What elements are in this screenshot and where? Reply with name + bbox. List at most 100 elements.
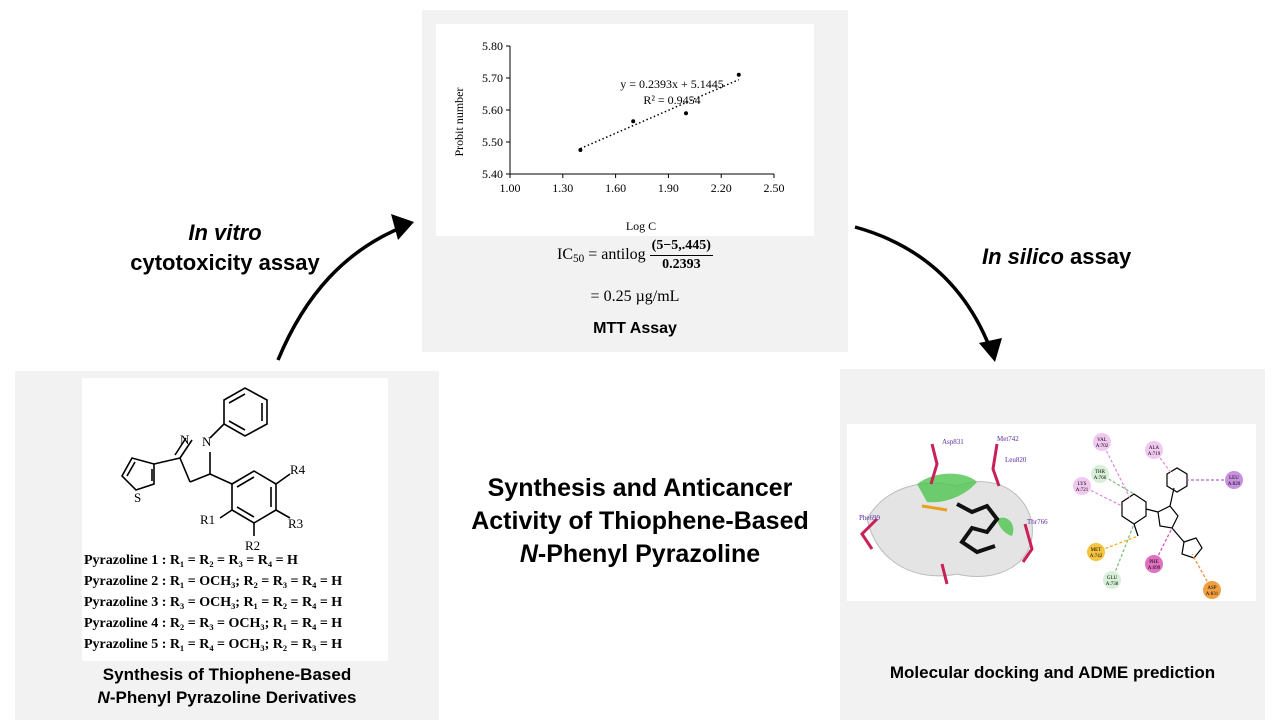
atom-r2: R2 [245, 538, 260, 553]
bond-thiophene [153, 457, 181, 465]
atom-s: S [134, 490, 141, 505]
left-label-italic: In vitro [188, 220, 262, 245]
residue-label: Leu820 [1005, 456, 1027, 464]
residue-node [1093, 433, 1111, 451]
residue-id: A:699 [1148, 566, 1161, 571]
atom-n2: N [180, 432, 190, 447]
synthesis-caption-line2: -Phenyl Pyrazoline Derivatives [109, 688, 357, 707]
x-tick-label: 2.20 [711, 181, 732, 195]
residue-label: Met742 [997, 435, 1019, 443]
ic50-sub: 50 [573, 253, 585, 266]
surface-patch-green-small [997, 517, 1014, 536]
y-tick-label: 5.70 [482, 71, 503, 85]
y-tick-label: 5.50 [482, 135, 503, 149]
data-point [631, 119, 636, 124]
residue-name: LYS [1078, 482, 1087, 487]
docking-caption: Molecular docking and ADME prediction [889, 663, 1216, 682]
structure-box: N N S R4 R3 R2 R1 Pyrazoline 1 : R₁ = R₂… [82, 378, 388, 661]
substituent-row: Pyrazoline 4 : R₂ = R₃ = OCH₃; R₁ = R₄ =… [84, 616, 343, 631]
left-arrow [276, 224, 406, 361]
atom-n1: N [202, 434, 212, 449]
residue-label: Asp831 [942, 438, 964, 446]
right-label-italic: In silico [982, 244, 1064, 269]
left-label-rest: cytotoxicity assay [130, 250, 320, 275]
residue-name: ASP [1207, 586, 1216, 591]
ic50-lhs: IC [557, 246, 574, 264]
structure-atoms: N N S R4 R3 R2 R1 [134, 432, 306, 553]
x-tick-label: 1.90 [658, 181, 679, 195]
right-label-rest: assay [1070, 244, 1132, 269]
residue-label: Phe699 [859, 514, 881, 522]
residue-name: MET [1091, 548, 1102, 553]
ic50-fraction: (5−5,.445)0.2393 [649, 238, 713, 273]
trendline [580, 78, 740, 150]
y-tick-label: 5.40 [482, 167, 503, 181]
residue-id: A:831 [1206, 592, 1219, 597]
residue-node [1087, 543, 1105, 561]
residue-node [1073, 477, 1091, 495]
chart-r-squared: R² = 0.9454 [643, 93, 700, 107]
residue-id: A:702 [1096, 444, 1109, 449]
residue-id: A:742 [1090, 554, 1103, 559]
substituent-row: Pyrazoline 2 : R₁ = OCH₃; R₂ = R₃ = R₄ =… [84, 574, 343, 589]
ic50-formula: IC50 = antilog (5−5,.445)0.2393 [422, 238, 848, 273]
residue-labels-3d: Asp831 Met742 Leu820 Thr766 Phe699 [859, 435, 1048, 526]
residue-sticks [860, 443, 1034, 585]
residue-node [1145, 441, 1163, 459]
thiophene-ring [121, 457, 155, 491]
x-tick-label: 1.00 [500, 181, 521, 195]
x-tick-label: 2.50 [764, 181, 785, 195]
left-arrow-label: In vitro cytotoxicity assay [100, 218, 350, 278]
phenyl-ring-top [223, 387, 268, 437]
pyrazoline-structure: N N S R4 R3 R2 R1 [121, 387, 306, 553]
chart-xlabel: Log C [626, 219, 656, 233]
data-point [684, 111, 688, 116]
x-tick-label: 1.30 [552, 181, 573, 195]
residue-id: A:820 [1228, 482, 1241, 487]
residue-id: A:766 [1094, 476, 1107, 481]
residue-name: GLU [1107, 576, 1118, 581]
right-arrow [854, 225, 992, 349]
atom-r4: R4 [290, 462, 306, 477]
atom-r1: R1 [200, 512, 215, 527]
residue-name: PHE [1149, 560, 1158, 565]
synthesis-caption-line1: Synthesis of Thiophene-Based [102, 665, 352, 684]
ligand-2d [1121, 467, 1203, 559]
residue-node [1103, 571, 1121, 589]
ic50-result: = 0.25 µg/mL [590, 288, 680, 305]
data-point [578, 148, 583, 152]
center-title: Synthesis and Anticancer Activity of Thi… [430, 472, 850, 571]
residue-name: ALA [1149, 446, 1160, 451]
center-title-line2: Activity of Thiophene-Based [471, 507, 809, 535]
right-arrowhead [979, 338, 1002, 362]
substituent-row: Pyrazoline 1 : R₁ = R₂ = R₃ = R₄ = H [84, 553, 298, 568]
docking-3d-view: Asp831 Met742 Leu820 Thr766 Phe699 [859, 435, 1048, 585]
residue-name: THR [1095, 470, 1106, 475]
ligand [956, 502, 1000, 555]
residue-node [1203, 581, 1221, 599]
ic50-mid: = antilog [584, 246, 650, 264]
x-tick-label: 1.60 [605, 181, 626, 195]
y-tick-label: 5.80 [482, 39, 503, 53]
chart-points [578, 72, 741, 152]
bond-n1-phenyl [209, 423, 225, 439]
ic50-denominator: 0.2393 [662, 257, 701, 272]
interaction-line [1101, 441, 1131, 499]
residue-name: VAL [1097, 438, 1107, 443]
residue-node [1145, 555, 1163, 573]
synthesis-panel: N N S R4 R3 R2 R1 Pyrazoline 1 : R₁ = R₂… [15, 371, 439, 720]
phenyl-ring-bottom [231, 470, 277, 524]
center-title-line3: -Phenyl Pyrazoline [537, 540, 761, 568]
ligand-sulfur-bond [921, 504, 948, 512]
bond-aryl [209, 473, 233, 485]
synthesis-caption: Synthesis of Thiophene-Based N-Phenyl Py… [15, 663, 439, 709]
structure-bonds [121, 387, 291, 536]
center-title-line1: Synthesis and Anticancer [487, 474, 793, 502]
residue-node [1091, 465, 1109, 483]
chart-ylabel: Probit number [452, 88, 466, 157]
